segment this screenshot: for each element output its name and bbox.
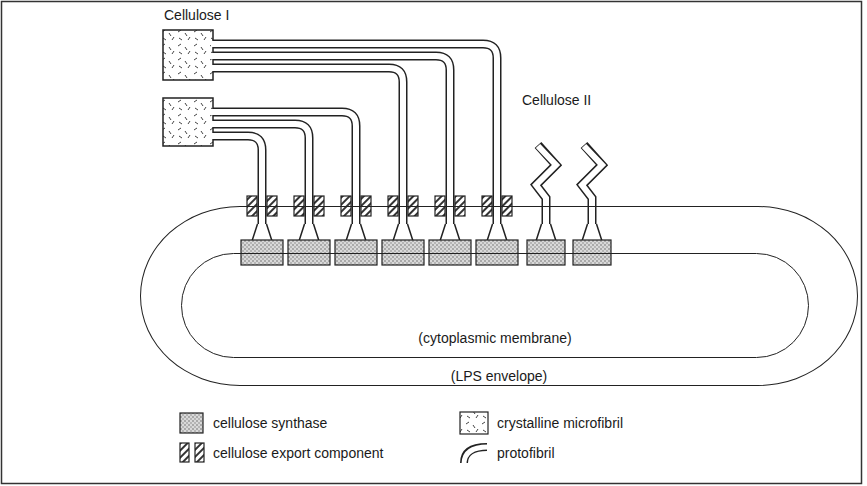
membrane-outline: (cytoplasmic membrane) — [181, 253, 809, 358]
legend-swatch — [180, 443, 204, 462]
fibril-taper — [252, 224, 602, 241]
legend-swatch — [460, 412, 488, 434]
legend-swatch — [180, 413, 203, 433]
envelope-outline: (LPS envelope) (cytoplasmic membrane) — [140, 206, 858, 386]
membrane-label: (cytoplasmic membrane) — [182, 330, 808, 346]
membrane-label: (LPS envelope) — [141, 368, 857, 384]
legend-text: cellulose synthase — [213, 415, 327, 431]
legend-swatch — [464, 447, 488, 464]
microfibril-box — [163, 98, 213, 146]
fibril-taper-edges — [252, 224, 602, 241]
microfibril-box — [163, 30, 213, 80]
zigzag-protofibrils — [536, 145, 602, 228]
protofibrils — [211, 44, 497, 228]
cellulose-type-label: Cellulose I — [164, 7, 229, 23]
legend-text: crystalline microfibril — [497, 415, 623, 431]
legend-text: cellulose export component — [213, 445, 383, 461]
cellulose-type-label: Cellulose II — [522, 92, 591, 108]
legend-text: protofibril — [497, 445, 555, 461]
